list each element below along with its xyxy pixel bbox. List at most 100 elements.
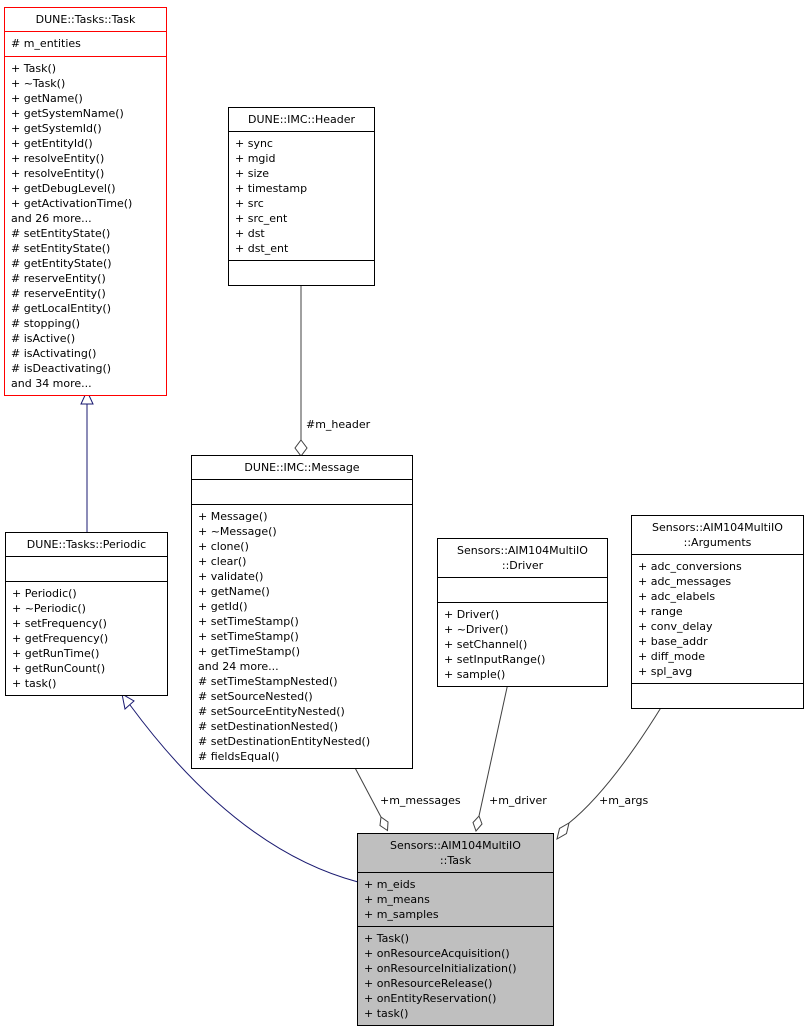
class-node-dune-tasks-task[interactable]: DUNE::Tasks::Task # m_entities + Task()+… — [4, 7, 167, 396]
member-row: + setTimeStamp() — [198, 630, 299, 643]
member-row: + diff_mode — [638, 650, 706, 663]
member-row: # getLocalEntity() — [11, 302, 111, 315]
member-row: + setChannel() — [444, 638, 528, 651]
member-row: + dst — [235, 227, 265, 240]
member-row: + dst_ent — [235, 242, 289, 255]
inheritance-arrowhead — [121, 693, 135, 710]
class-title: DUNE::Tasks::Periodic — [6, 533, 167, 557]
member-row: + sample() — [444, 668, 506, 681]
member-row: + task() — [364, 1007, 409, 1020]
methods-section: + Periodic()+ ~Periodic()+ setFrequency(… — [6, 582, 167, 695]
member-row: + Task() — [364, 932, 410, 945]
member-row: + getTimeStamp() — [198, 645, 301, 658]
member-row: + getEntityId() — [11, 137, 93, 150]
edge-inheritance-sensorstask-to-periodic — [121, 693, 359, 883]
edge-member-m-args: +m_args — [556, 705, 663, 841]
edge-member-m-driver: +m_driver — [472, 682, 547, 832]
inheritance-arrowhead — [80, 389, 94, 405]
member-row: # fieldsEqual() — [198, 750, 280, 763]
member-row: + getActivationTime() — [11, 197, 133, 210]
class-node-dune-imc-message[interactable]: DUNE::IMC::Message + Message()+ ~Message… — [191, 455, 413, 769]
member-row: + ~Message() — [198, 525, 277, 538]
member-row: + onResourceAcquisition() — [364, 947, 510, 960]
member-row: + Task() — [11, 62, 57, 75]
member-row: and 34 more... — [11, 377, 92, 390]
member-row: + sync — [235, 137, 273, 150]
methods-section — [229, 261, 374, 285]
methods-section: + Task() + onResourceAcquisition() + onRes… — [358, 927, 553, 1025]
member-row: and 26 more... — [11, 212, 92, 225]
member-row: # reserveEntity() — [11, 287, 106, 300]
methods-section: + Driver()+ ~Driver()+ setChannel()+ set… — [438, 603, 607, 686]
member-row: # setEntityState() — [11, 227, 111, 240]
edge-inheritance-periodic-to-task — [80, 389, 94, 535]
member-row: + clone() — [198, 540, 249, 553]
member-row: + getId() — [198, 600, 248, 613]
attributes-section — [438, 578, 607, 603]
member-row: # stopping() — [11, 317, 81, 330]
class-node-dune-imc-header[interactable]: DUNE::IMC::Header + sync+ mgid+ size+ ti… — [228, 107, 375, 286]
member-row: + getRunCount() — [12, 662, 106, 675]
attributes-section: # m_entities — [5, 32, 166, 57]
member-row: + ~Periodic() — [12, 602, 86, 615]
member-row: + size — [235, 167, 270, 180]
class-node-sensors-aim104multiio-task: Sensors::AIM104MultiIO ::Task + m_eids+ … — [357, 833, 554, 1026]
member-row: + task() — [12, 677, 57, 690]
member-row: + onResourceInitialization() — [364, 962, 517, 975]
member-row: + range — [638, 605, 683, 618]
member-row: and 24 more... — [198, 660, 279, 673]
member-row: # setDestinationEntityNested() — [198, 735, 371, 748]
member-row: + conv_delay — [638, 620, 713, 633]
aggregation-diamond — [472, 815, 483, 832]
member-row: + src_ent — [235, 212, 288, 225]
member-row: + adc_messages — [638, 575, 732, 588]
member-row: + ~Task() — [11, 77, 66, 90]
member-row: # setDestinationNested() — [198, 720, 339, 733]
member-row: # isDeactivating() — [11, 362, 112, 375]
member-row: + getFrequency() — [12, 632, 109, 645]
class-title: DUNE::Tasks::Task — [5, 8, 166, 32]
edge-member-m-header: #m_header — [294, 283, 371, 457]
member-row: + setFrequency() — [12, 617, 107, 630]
member-row: + adc_conversions — [638, 560, 742, 573]
edge-label-m-messages: +m_messages — [380, 794, 461, 807]
member-row: + onEntityReservation() — [364, 992, 497, 1005]
aggregation-diamond — [556, 821, 570, 841]
member-row: + getName() — [11, 92, 83, 105]
class-title: DUNE::IMC::Header — [229, 108, 374, 132]
member-row: + getRunTime() — [12, 647, 100, 660]
aggregation-diamond — [379, 816, 389, 832]
class-title: Sensors::AIM104MultiIO ::Arguments — [632, 516, 803, 555]
class-node-sensors-aim104multiio-arguments[interactable]: Sensors::AIM104MultiIO ::Arguments + adc… — [631, 515, 804, 709]
class-node-dune-tasks-periodic[interactable]: DUNE::Tasks::Periodic + Periodic()+ ~Per… — [5, 532, 168, 696]
member-row: # m_entities — [11, 37, 81, 50]
attributes-section: + sync+ mgid+ size+ timestamp+ src+ src_… — [229, 132, 374, 261]
member-row: # reserveEntity() — [11, 272, 106, 285]
member-row: + spl_avg — [638, 665, 693, 678]
member-row: + validate() — [198, 570, 264, 583]
member-row: + clear() — [198, 555, 247, 568]
methods-section — [632, 684, 803, 708]
member-row: + resolveEntity() — [11, 152, 105, 165]
member-row: + timestamp — [235, 182, 308, 195]
member-row: + getDebugLevel() — [11, 182, 116, 195]
member-row: + Driver() — [444, 608, 500, 621]
member-row: + getName() — [198, 585, 270, 598]
methods-section: + Message()+ ~Message()+ clone()+ clear(… — [192, 505, 412, 768]
edge-label-m-args: +m_args — [599, 794, 648, 807]
member-row: # setSourceEntityNested() — [198, 705, 345, 718]
attributes-section: + adc_conversions + adc_messages + adc_ela… — [632, 555, 803, 684]
class-title: Sensors::AIM104MultiIO ::Task — [358, 834, 553, 873]
class-title: DUNE::IMC::Message — [192, 456, 412, 480]
edge-member-m-messages: +m_messages — [352, 763, 461, 832]
member-row: # getEntityState() — [11, 257, 112, 270]
member-row: + adc_elabels — [638, 590, 716, 603]
member-row: # isActive() — [11, 332, 76, 345]
methods-section: + Task()+ ~Task()+ getName()+ getSystemN… — [5, 57, 166, 395]
edge-label-m-driver: +m_driver — [489, 794, 547, 807]
class-node-sensors-aim104multiio-driver[interactable]: Sensors::AIM104MultiIO ::Driver + Driver… — [437, 538, 608, 687]
member-row: + base_addr — [638, 635, 708, 648]
class-title: Sensors::AIM104MultiIO ::Driver — [438, 539, 607, 578]
aggregation-diamond — [294, 439, 308, 457]
